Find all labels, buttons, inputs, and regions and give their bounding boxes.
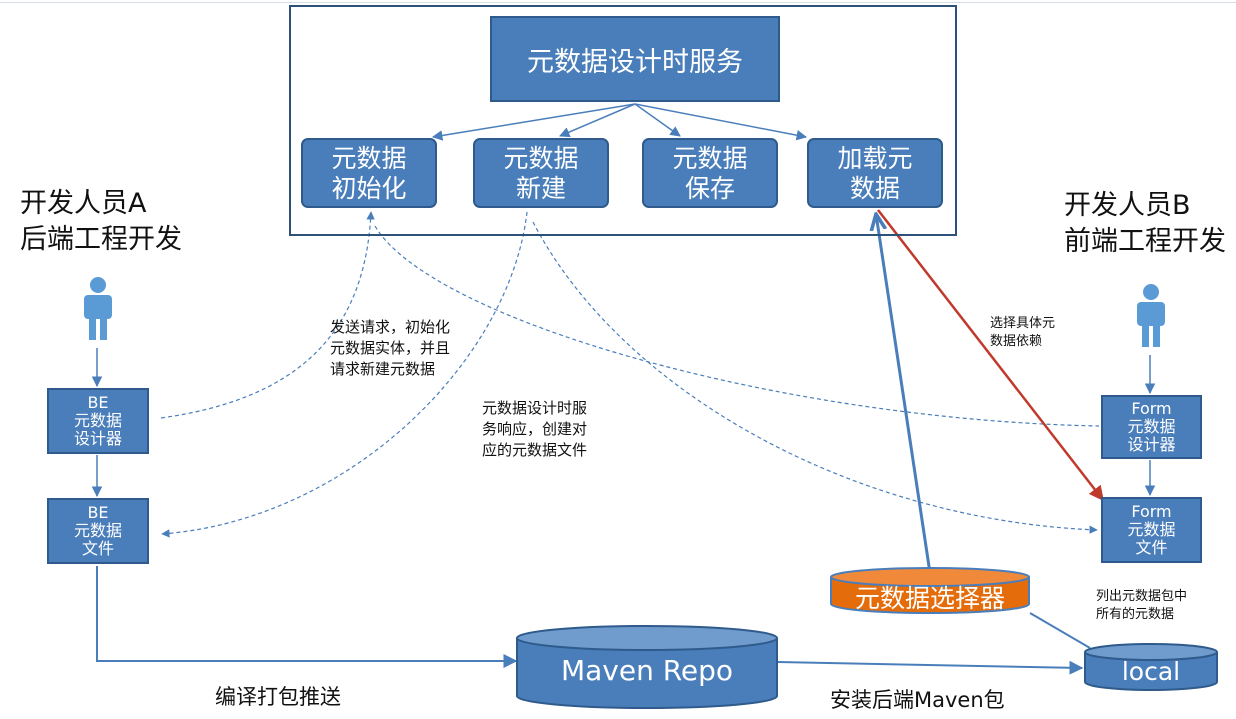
note-select-dependency: 选择具体元 数据依赖 [990,316,1056,349]
link-selector-to-load [876,214,932,574]
link-maven-to-local [777,660,1084,675]
link-service-to-create [559,103,636,138]
local-repo-label: local [1121,656,1181,686]
maven-repo-cylinder [516,625,778,709]
link-service-to-load [634,103,808,141]
note-service-response: 元数据设计时服 务响应，创建对 应的元数据文件 [482,399,588,459]
link-service-to-init [431,103,636,141]
metadata-save-box: 元数据 保存 [642,138,778,208]
link-selector-to-local [1029,612,1091,649]
note-list-packages: 列出元数据包中 所有的元数据 [1096,589,1188,622]
local-repo-cylinder [1084,643,1218,691]
label-install-maven: 安装后端Maven包 [830,688,1005,712]
link-service-to-save [634,103,681,137]
metadata-create-box: 元数据 新建 [473,138,609,208]
service-boundary-frame [289,5,957,236]
person-icon [1137,284,1165,347]
form-metadata-designer-box: Form 元数据 设计器 [1101,395,1202,459]
metadata-init-box: 元数据 初始化 [301,138,437,208]
top-divider-line [0,2,1236,3]
metadata-design-service-box: 元数据设计时服务 [490,16,780,102]
note-init-request: 发送请求，初始化 元数据实体，并且 请求新建元数据 [330,318,451,378]
label-build-push: 编译打包推送 [215,685,341,709]
flow-init-to-form-designer [374,225,1100,427]
be-metadata-designer-box: BE 元数据 设计器 [47,388,149,454]
be-metadata-file-box: BE 元数据 文件 [47,498,149,564]
selector-label: 元数据选择器 [854,584,1005,613]
flow-create-to-be-file [161,211,528,538]
developer-a-label: 开发人员A 后端工程开发 [20,188,182,255]
flow-be-designer-to-init [160,211,375,419]
form-metadata-file-box: Form 元数据 文件 [1101,497,1202,563]
person-icon [84,277,112,340]
selector-cylinder [830,567,1030,614]
flow-create-to-form-file [532,221,1098,534]
metadata-load-box: 加载元 数据 [807,138,943,208]
maven-repo-label: Maven Repo [560,653,734,687]
link-be-file-to-maven [96,566,518,668]
developer-b-label: 开发人员B 前端工程开发 [1064,190,1226,257]
link-load-to-form-file [877,209,1104,502]
